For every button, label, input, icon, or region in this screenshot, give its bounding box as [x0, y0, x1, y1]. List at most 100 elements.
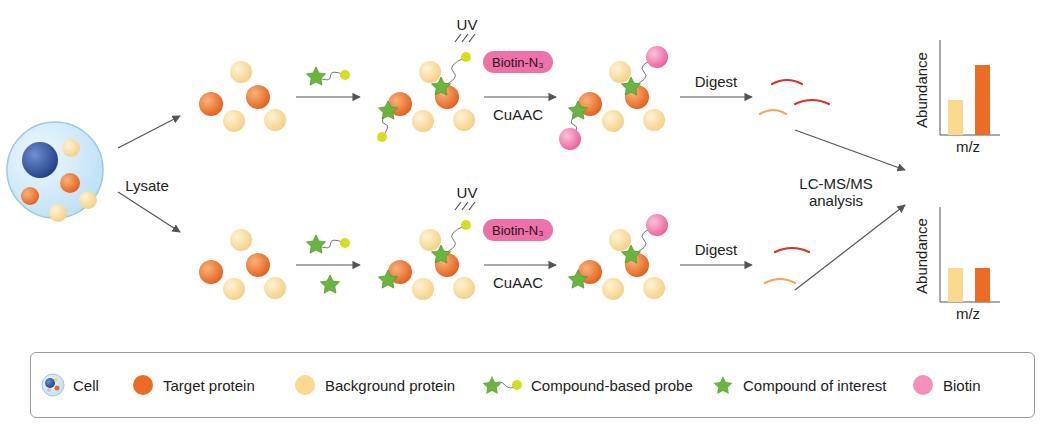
nucleus [22, 142, 58, 178]
compound-star [307, 235, 326, 253]
biotin-sphere [646, 46, 668, 68]
target-protein [60, 173, 80, 193]
reagent-pill: Biotin-N₃ [483, 219, 553, 241]
legend-label: Target protein [163, 377, 255, 394]
step-label: UV [457, 16, 478, 33]
bar [948, 268, 963, 302]
legend-swatch [711, 373, 735, 397]
process-arrow [795, 205, 905, 290]
compound-star [622, 77, 641, 95]
process-arrow [680, 264, 752, 265]
process-arrow [296, 264, 360, 265]
step-label: CuAAC [493, 106, 543, 123]
background-protein [419, 229, 441, 251]
process-arrow [118, 116, 180, 148]
step-label: UV [457, 184, 478, 201]
bar [975, 268, 990, 302]
target-protein [199, 92, 223, 116]
background-protein [223, 110, 245, 132]
legend-item: Cell [41, 373, 99, 397]
peptide [775, 248, 809, 252]
step-label: Digest [695, 241, 738, 258]
legend-label: Background protein [325, 377, 455, 394]
compound-star [622, 245, 641, 263]
background-protein [230, 229, 252, 251]
background-protein [264, 277, 286, 299]
probe-linker [441, 225, 466, 255]
legend-item: Target protein [131, 373, 255, 397]
bar [948, 100, 963, 135]
legend: Cell Target protein Background protein Comp… [30, 352, 1035, 418]
target-protein [246, 253, 270, 277]
uv-ray [469, 202, 475, 210]
process-arrow [296, 96, 360, 97]
target-protein [21, 187, 39, 205]
background-protein [412, 110, 434, 132]
step-label: Lysate [125, 177, 169, 194]
uv-ray [455, 202, 461, 210]
background-protein [643, 109, 665, 131]
step-label: m/z [956, 305, 980, 322]
peptide [795, 100, 829, 104]
legend-item: Compound of interest [711, 373, 886, 397]
compound-star [379, 270, 398, 288]
legend-label: Cell [73, 377, 99, 394]
axis-title: Abundance [913, 52, 930, 128]
compound-star [569, 101, 588, 119]
background-protein [609, 229, 631, 251]
step-label: LC-MS/MS analysis [791, 175, 881, 210]
step-label: CuAAC [493, 274, 543, 291]
compound-star [569, 270, 588, 288]
legend-icon [481, 373, 523, 397]
background-protein [223, 278, 245, 300]
compound-star [307, 67, 326, 85]
biotin-sphere [646, 214, 668, 236]
process-arrow [484, 96, 556, 97]
process-arrow [795, 130, 905, 170]
legend-swatch [293, 373, 317, 397]
reagent-pill: Biotin-N₃ [483, 51, 553, 73]
legend-label: Compound of interest [743, 377, 886, 394]
reagent-label: Biotin-N₃ [492, 55, 544, 70]
compound-star [321, 275, 340, 293]
process-arrow [680, 96, 752, 97]
axis-title: Abundance [913, 218, 930, 294]
background-protein [602, 278, 624, 300]
background-protein [609, 61, 631, 83]
process-arrow [484, 264, 556, 265]
legend-swatch [131, 373, 155, 397]
alkyne-tag [461, 52, 471, 62]
alkyne-tag [377, 132, 387, 142]
background-protein [602, 110, 624, 132]
legend-swatch [911, 373, 935, 397]
chart-axis [940, 40, 1000, 135]
legend-item: Biotin [911, 373, 981, 397]
background-protein [419, 61, 441, 83]
compound-star [432, 77, 451, 95]
legend-label: Compound-based probe [531, 377, 693, 394]
alkyne-tag [340, 70, 350, 80]
background-protein [643, 277, 665, 299]
reagent-label: Biotin-N₃ [492, 223, 544, 238]
alkyne-tag [461, 220, 471, 230]
uv-ray [462, 34, 468, 42]
legend-item: Compound-based probe [481, 373, 693, 397]
peptide [760, 110, 786, 114]
background-protein [49, 204, 67, 222]
uv-ray [455, 34, 461, 42]
background-protein [412, 278, 434, 300]
illustration [7, 34, 1000, 302]
background-protein [62, 139, 80, 157]
background-protein [453, 109, 475, 131]
step-label: Digest [695, 73, 738, 90]
uv-ray [462, 202, 468, 210]
uv-ray [469, 34, 475, 42]
alkyne-tag [340, 238, 350, 248]
compound-star [432, 245, 451, 263]
target-protein [199, 260, 223, 284]
background-protein [453, 277, 475, 299]
bar [975, 65, 990, 135]
legend-item: Background protein [293, 373, 455, 397]
background-protein [264, 109, 286, 131]
